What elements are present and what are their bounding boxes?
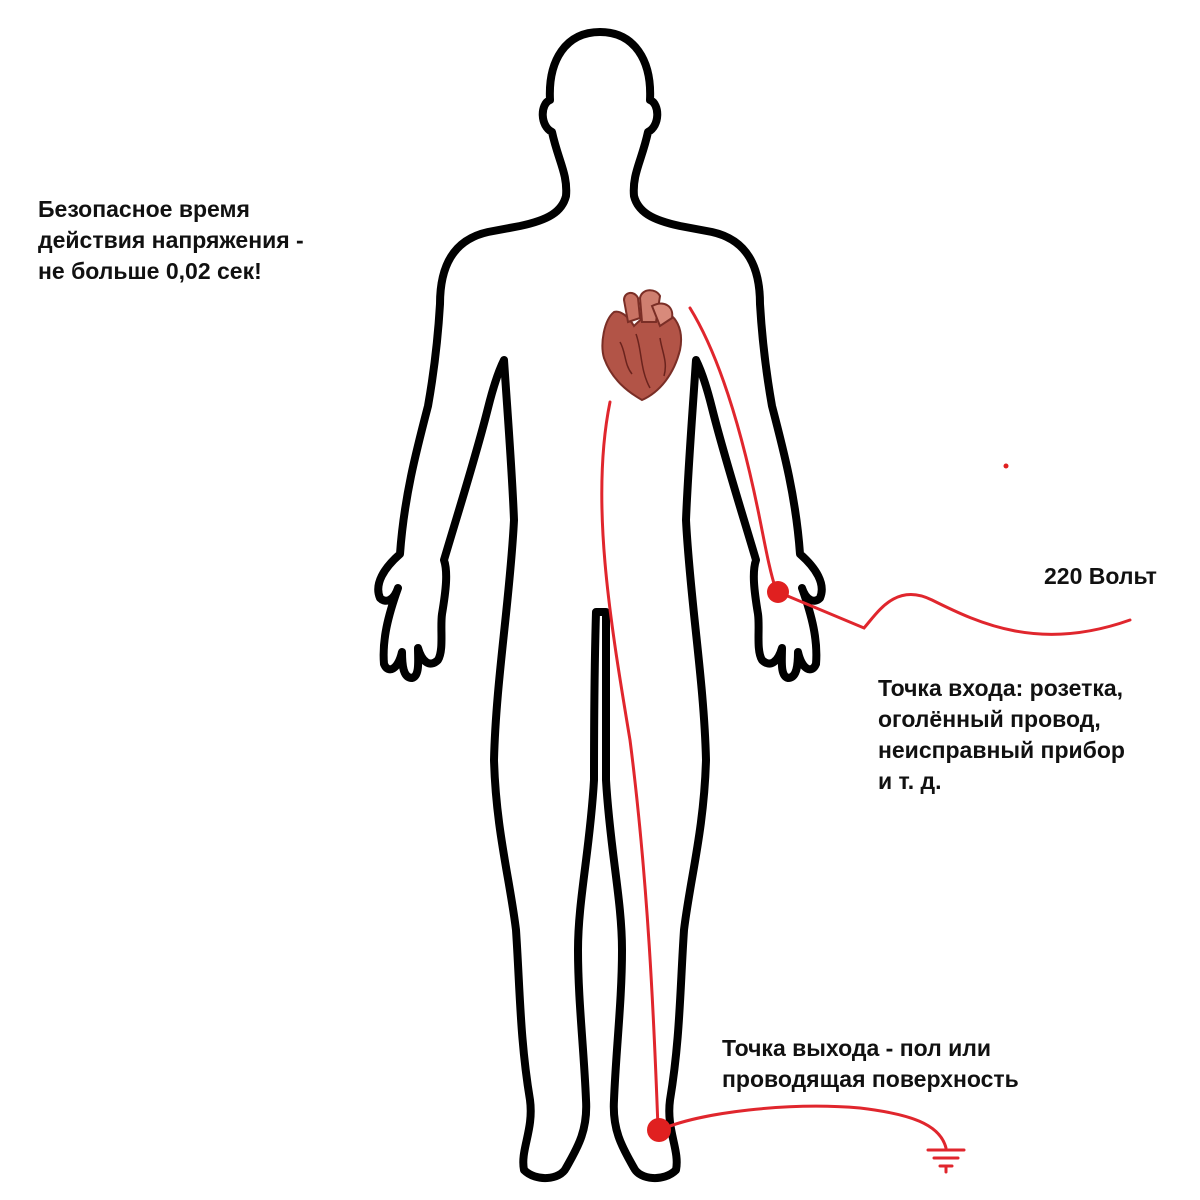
exit-point-label: Точка выхода - пол или проводящая поверх…	[722, 1033, 1019, 1095]
exit-point-dot	[647, 1118, 671, 1142]
entry-point-line: и т. д.	[878, 768, 942, 794]
entry-point-line: Точка входа: розетка,	[878, 675, 1124, 701]
entry-point-line: неисправный прибор	[878, 737, 1125, 763]
entry-point-line: оголённый провод,	[878, 706, 1101, 732]
safety-note-line: не больше 0,02 сек!	[38, 258, 262, 284]
safety-note: Безопасное время действия напряжения - н…	[38, 194, 304, 287]
supply-wire	[776, 590, 1132, 636]
body-outline	[374, 28, 826, 1182]
ground-symbol-icon	[926, 1148, 966, 1174]
voltage-label: 220 Вольт	[1044, 563, 1157, 589]
safety-note-line: Безопасное время	[38, 196, 250, 222]
current-path-arm	[688, 306, 778, 592]
stray-dot	[1003, 463, 1009, 469]
exit-point-line: Точка выхода - пол или	[722, 1035, 991, 1061]
ground-wire	[658, 1104, 948, 1150]
exit-point-line: проводящая поверхность	[722, 1066, 1019, 1092]
entry-point-label: Точка входа: розетка, оголённый провод, …	[878, 673, 1125, 797]
entry-point-dot	[767, 581, 789, 603]
safety-note-line: действия напряжения -	[38, 227, 304, 253]
heart-icon	[601, 289, 682, 402]
current-path-leg	[600, 400, 660, 1130]
